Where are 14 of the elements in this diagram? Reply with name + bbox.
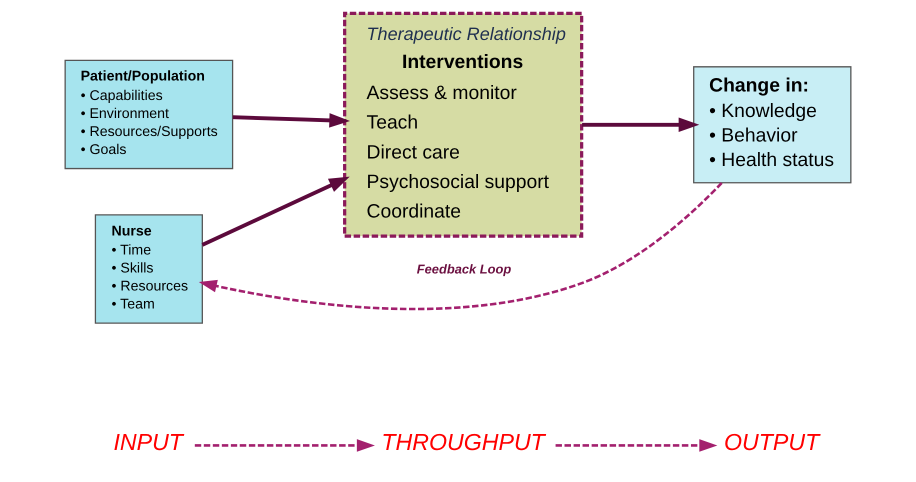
arrow	[556, 439, 718, 452]
arrow	[194, 439, 375, 452]
arrow	[232, 113, 350, 128]
node-box: Change in: • Knowledge • Behavior • Health status	[693, 66, 852, 184]
arrow	[198, 182, 723, 310]
node-text: INPUT	[113, 428, 183, 455]
node-box: Nurse • Time • Skills • Resources • Team	[94, 214, 203, 324]
node-box: Patient/Population • Capabilities • Environment • Resources/Supports • Goals	[64, 60, 234, 170]
edge-label: Feedback Loop	[416, 262, 512, 277]
node-text: OUTPUT	[724, 428, 820, 455]
node-box: Therapeutic Relationship Interventions Assess & monitor Teach Direct care Psychosocial support Coordinate	[343, 12, 584, 238]
node-text: THROUGHPUT	[381, 428, 545, 455]
arrow	[582, 118, 700, 132]
arrow	[202, 176, 350, 247]
